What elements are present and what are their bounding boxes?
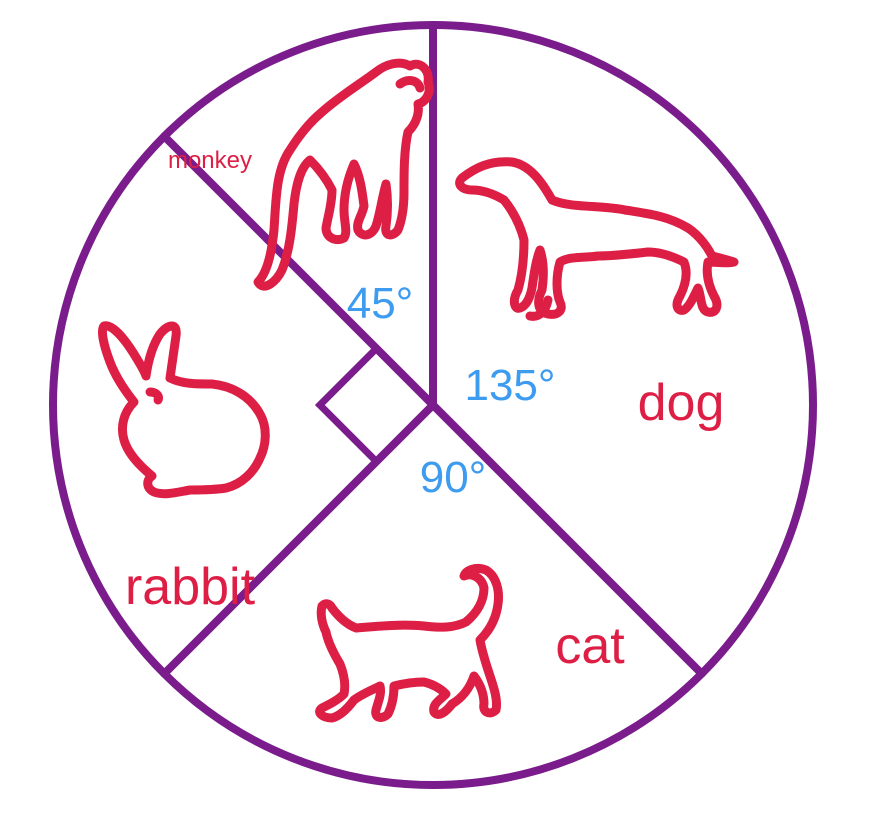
pie-outline	[49, 21, 817, 789]
angle-label-monkey: 45°	[347, 279, 414, 328]
slice-label-dog: dog	[638, 374, 725, 432]
divider-line-1	[429, 401, 706, 678]
slice-label-rabbit: rabbit	[125, 558, 256, 616]
angle-label-cat: 90°	[420, 453, 487, 502]
slice-label-cat: cat	[555, 617, 625, 675]
rabbit-icon	[97, 321, 270, 499]
divider-line-2	[160, 401, 437, 678]
cat-icon	[315, 563, 503, 723]
divider-line-3	[160, 132, 437, 409]
right-angle-marker	[314, 345, 379, 465]
pie-slices	[53, 25, 813, 785]
pie-slice-monkey	[164, 25, 433, 405]
pie-slice-cat	[164, 405, 702, 785]
monkey-icon	[253, 58, 434, 291]
dog-icon	[455, 157, 739, 321]
slice-label-monkey: monkey	[168, 147, 252, 174]
pie-slice-rabbit	[53, 136, 433, 674]
angle-label-dog: 135°	[464, 361, 555, 410]
pie-slice-dog	[433, 25, 813, 674]
